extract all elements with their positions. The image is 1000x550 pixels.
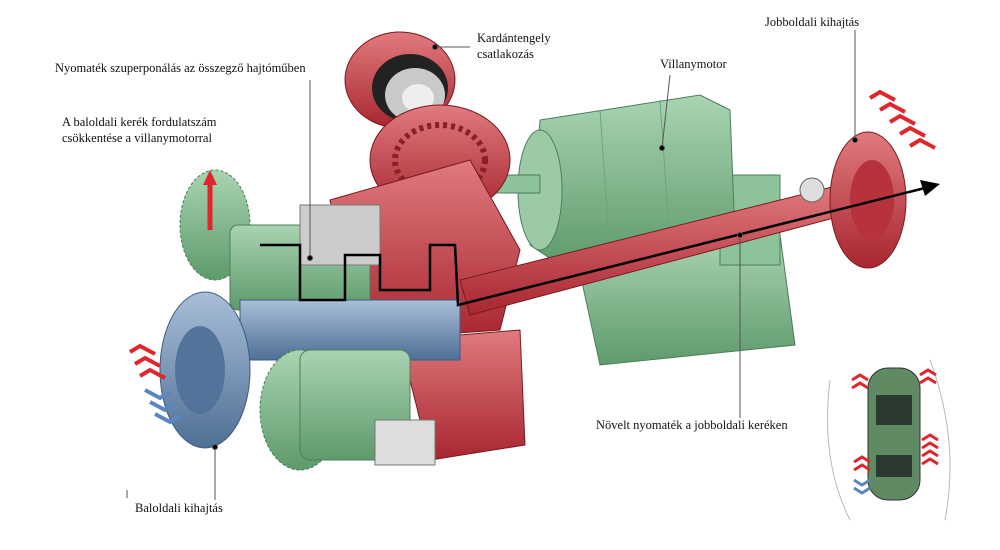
label-left-speed-line2: csökkentése a villanymotorral — [62, 131, 212, 145]
torque-flow-arrow — [260, 180, 940, 307]
left-output-flange — [159, 291, 461, 449]
lower-gears — [259, 349, 436, 471]
label-propshaft: Kardántengely csatlakozás — [477, 30, 551, 62]
left-wheel-chevrons — [128, 343, 182, 425]
leader-lines — [126, 30, 858, 500]
label-right-output: Jobboldali kihajtás — [765, 15, 860, 29]
car-inset-icon — [827, 359, 951, 521]
right-output-shaft — [459, 131, 907, 316]
label-superposition: Nyomaték szuperponálás az összegző hajtó… — [55, 61, 306, 75]
label-electric-motor: Villanymotor — [660, 57, 727, 71]
right-wheel-chevrons — [868, 89, 936, 150]
label-left-speed: A baloldali kerék fordulatszám csökkenté… — [62, 114, 216, 146]
label-right-torque: Növelt nyomaték a jobboldali keréken — [596, 418, 788, 432]
electric-motor — [469, 94, 736, 266]
label-left-output: Baloldali kihajtás — [135, 501, 223, 515]
label-propshaft-line2: csatlakozás — [477, 47, 534, 61]
label-propshaft-line1: Kardántengely — [477, 31, 551, 45]
label-left-speed-line1: A baloldali kerék fordulatszám — [62, 115, 217, 129]
propshaft-flange — [344, 31, 456, 129]
